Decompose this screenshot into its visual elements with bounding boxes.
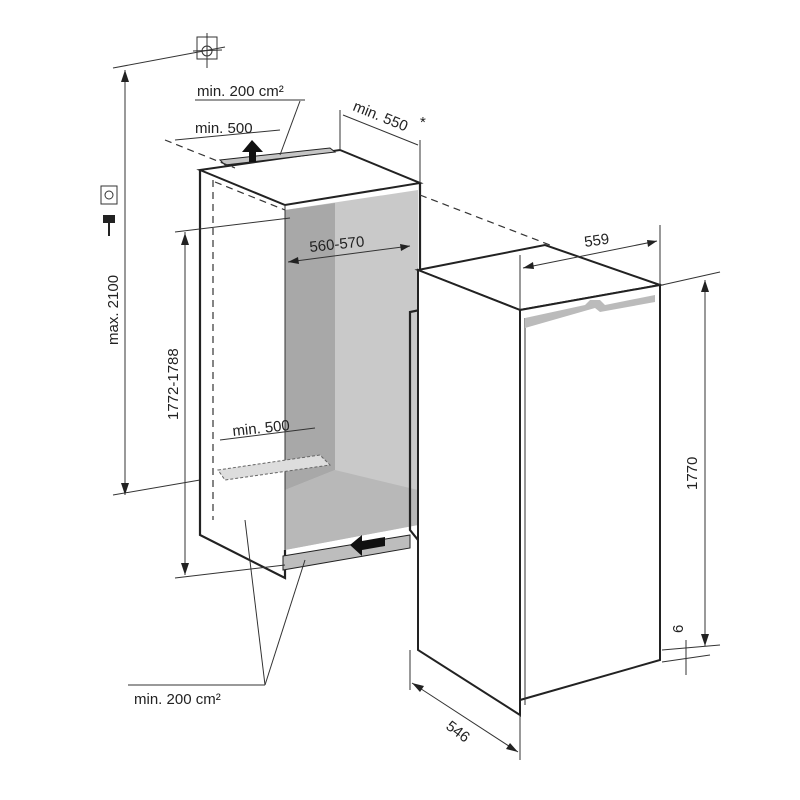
bottom-vent-depth-label: min. 500 (232, 417, 291, 440)
appliance-height-dimension: 1770 (661, 271, 721, 651)
niche-cabinet (196, 147, 551, 611)
niche-height-label: 1772-1788 (165, 348, 182, 420)
bottom-vent-area-label: min. 200 cm² (134, 691, 221, 708)
appliance-width-label: 559 (583, 231, 610, 251)
top-vent-area-label: min. 200 cm² (197, 83, 284, 100)
niche-width-dimension: 560-570 (287, 233, 411, 264)
floor-vent (217, 454, 332, 481)
max-height-label: max. 2100 (105, 275, 122, 345)
airflow-arrow-icon (242, 140, 385, 556)
plug-icon (103, 215, 115, 236)
niche-width-label: 560-570 (309, 233, 366, 256)
appliance-height-label: 1770 (684, 457, 701, 490)
socket-icon (100, 185, 118, 205)
appliance-handle (525, 295, 655, 328)
top-vent-depth-label: min. 500 (195, 120, 253, 137)
top-vent-dimensions: min. 200 cm² min. 500 (164, 83, 305, 169)
max-height-dimension: max. 2100 (105, 46, 226, 496)
gap-label: 6 (670, 625, 687, 633)
appliance (414, 243, 664, 717)
appliance-width-dimension: 559 (519, 225, 661, 310)
plumb-level-icon (192, 33, 223, 68)
gap-dimension: 6 (661, 625, 711, 675)
niche-height-dimension: 1772-1788 (165, 217, 291, 579)
depth-footnote: * (420, 114, 426, 131)
bottom-vent-dimensions: min. 500 min. 200 cm² (128, 417, 316, 708)
